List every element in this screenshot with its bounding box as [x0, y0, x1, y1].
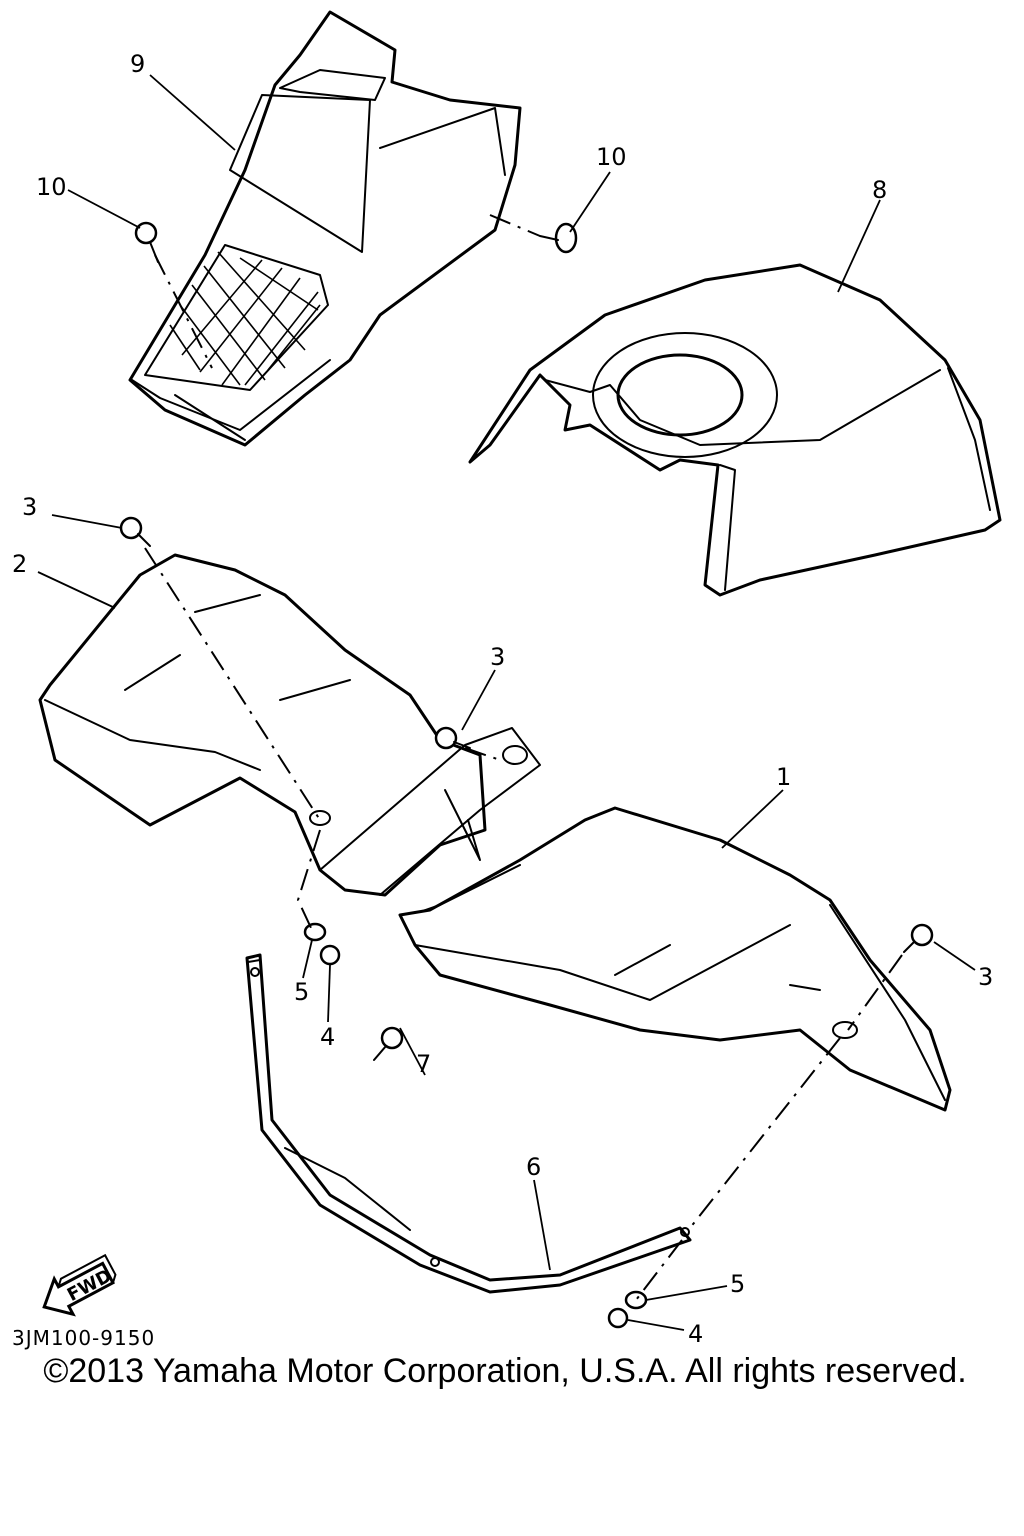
washer-5-right	[624, 1290, 648, 1310]
part-9-rear-cover	[128, 10, 522, 447]
assembly-lines	[144, 214, 903, 1301]
nut-4-right	[607, 1307, 629, 1329]
callout-9: 9	[130, 50, 145, 78]
callout-10-left: 10	[36, 173, 67, 201]
callout-2: 2	[12, 550, 27, 578]
callout-3-middle: 3	[490, 643, 505, 671]
callout-6: 6	[526, 1153, 541, 1181]
callout-10-right: 10	[596, 143, 627, 171]
part-6-stay	[245, 953, 692, 1294]
grille	[169, 251, 321, 386]
bolt-10-left	[134, 221, 159, 263]
callout-labels: 9 10 10 8 3 2 3 1 3 5 4 7 6 5 4	[12, 50, 993, 1348]
screw-3-middle	[434, 726, 471, 750]
bolt-7	[373, 1026, 404, 1061]
callout-3-top: 3	[22, 493, 37, 521]
callout-5-right: 5	[730, 1270, 745, 1298]
copyright-notice: ©2013 Yamaha Motor Corporation, U.S.A. A…	[43, 1352, 967, 1390]
screw-3-right	[903, 923, 934, 953]
part-2-front-fender	[38, 553, 541, 897]
callout-5-left: 5	[294, 978, 309, 1006]
callout-3-right: 3	[978, 963, 993, 991]
bolt-10-right	[539, 222, 578, 254]
diagram-code: 3JM100-9150	[12, 1326, 155, 1350]
part-1-rear-fender	[398, 806, 952, 1112]
washer-5-left	[303, 922, 327, 942]
fwd-arrow-icon: FWD	[42, 1253, 117, 1317]
callout-7: 7	[416, 1050, 431, 1078]
callout-8: 8	[872, 176, 887, 204]
nut-4-left	[319, 944, 341, 966]
callout-4-right: 4	[688, 1320, 703, 1348]
part-8-tank-cover	[468, 263, 1002, 597]
callout-4-left: 4	[320, 1023, 335, 1051]
callout-1: 1	[776, 763, 791, 791]
leader-lines	[37, 74, 976, 1331]
screw-3-top	[119, 516, 151, 547]
